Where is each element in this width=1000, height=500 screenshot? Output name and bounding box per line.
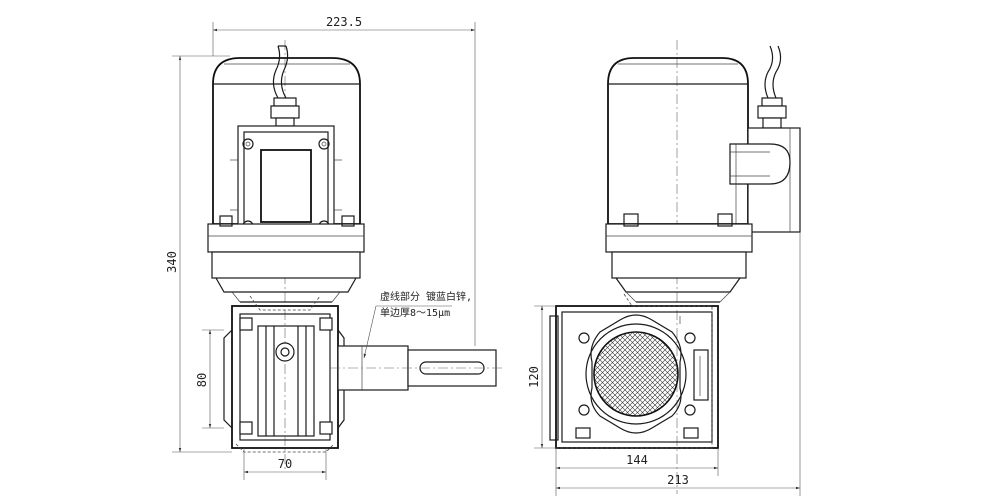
- side-gearbox: [549, 293, 719, 449]
- dim-overall-width-front-label: 223.5: [326, 15, 362, 29]
- dim-flange-height-side: [534, 305, 556, 449]
- front-cable-gland: [270, 97, 300, 127]
- dim-overall-width-side: [556, 232, 801, 496]
- front-flange: [207, 215, 365, 303]
- side-flange: [605, 213, 753, 303]
- side-motor-body: [607, 57, 749, 225]
- dim-overall-width-side-label: 213: [667, 473, 689, 487]
- dim-housing-width: [243, 448, 327, 480]
- front-gearbox: [223, 295, 345, 453]
- front-cable-2: [280, 45, 289, 99]
- dim-overall-height-label: 340: [165, 251, 179, 273]
- side-cable: [764, 45, 774, 99]
- side-cable-gland: [757, 97, 787, 129]
- dim-housing-height-label: 80: [195, 373, 209, 387]
- side-junction-box: [729, 127, 801, 233]
- front-view: 223.5 340 80 70 虚线部分 镀蓝白锌, 单边厚8～15μm: [165, 15, 504, 480]
- note-line-1: 虚线部分 镀蓝白锌,: [380, 290, 472, 303]
- dim-overall-width-front: [212, 22, 476, 346]
- dim-flange-width-side-label: 144: [626, 453, 648, 467]
- dim-overall-height: [172, 55, 232, 453]
- front-cable: [272, 45, 281, 99]
- dim-flange-height-side-label: 120: [527, 366, 541, 388]
- side-view: 120 144 213: [527, 40, 801, 496]
- front-junction-box: [230, 125, 342, 239]
- dim-housing-height: [202, 329, 224, 429]
- front-output-shaft: [330, 345, 504, 391]
- dim-housing-width-label: 70: [278, 457, 292, 471]
- note-line-2: 单边厚8～15μm: [380, 307, 450, 319]
